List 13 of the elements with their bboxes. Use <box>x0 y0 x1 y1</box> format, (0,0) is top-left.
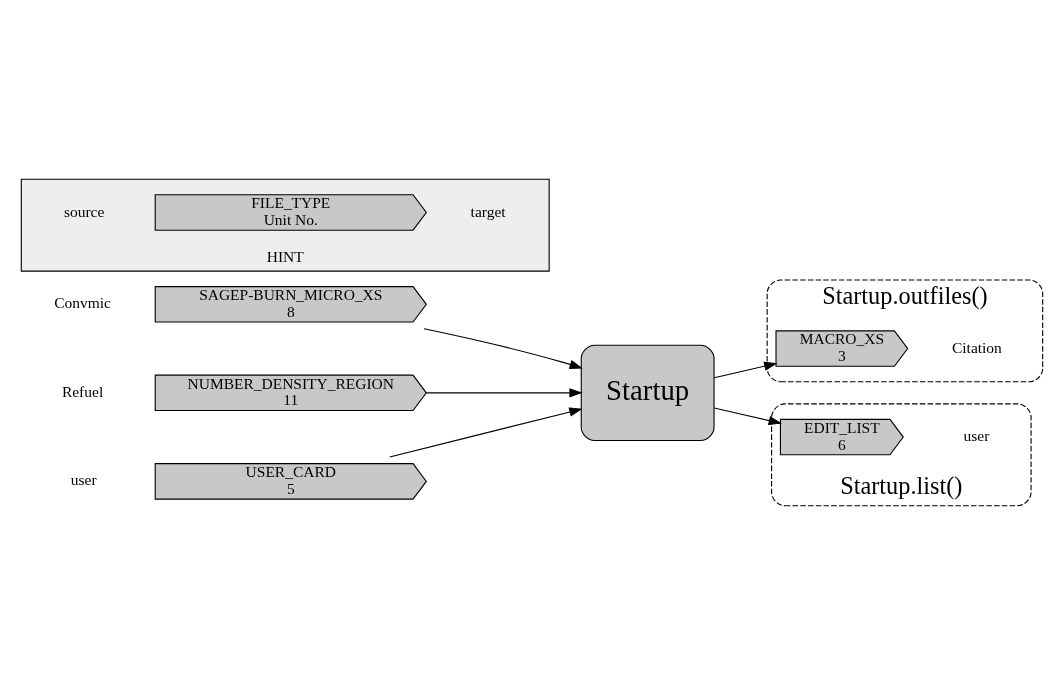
node-label: Citation <box>951 338 1002 356</box>
arrow <box>713 361 778 379</box>
node-label: user <box>963 427 990 445</box>
node-box: Startup <box>580 344 715 441</box>
arrow <box>423 328 583 369</box>
arrow <box>389 407 583 458</box>
node-label: user <box>70 471 97 489</box>
node-label: source <box>63 202 105 220</box>
node-label: Refuel <box>61 382 104 400</box>
node-label: Convmic <box>54 294 111 312</box>
arrow <box>713 407 782 426</box>
node-label: target <box>470 202 506 220</box>
arrow <box>425 388 583 398</box>
